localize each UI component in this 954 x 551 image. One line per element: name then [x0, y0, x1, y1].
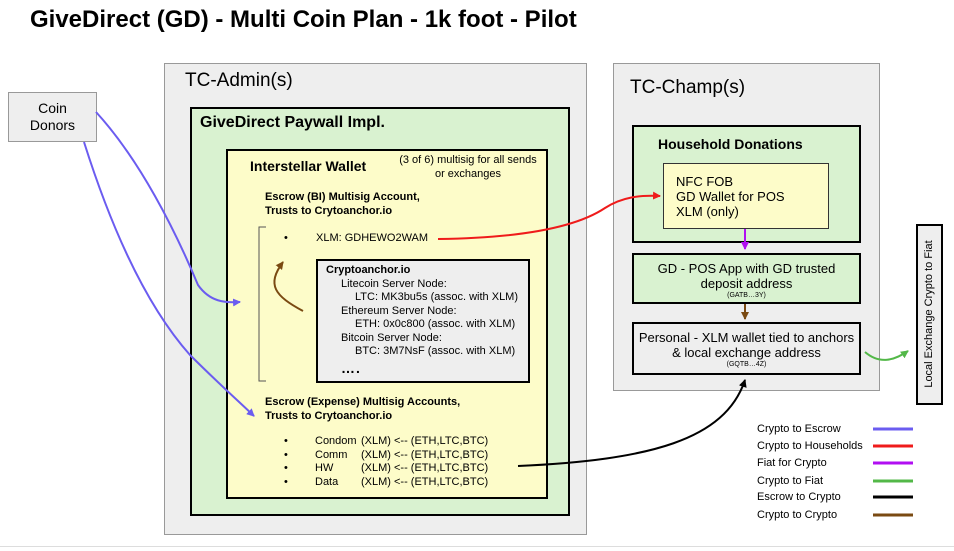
pos-app-address: (GATB…3Y) [727, 292, 766, 299]
ltc-address: LTC: MK3bu5s (assoc. with XLM) [355, 291, 519, 303]
cryptoanchor-box [316, 259, 530, 383]
personal-wallet-text: Personal - XLM wallet tied to anchors & … [638, 330, 855, 360]
household-donations-label: Household Donations [658, 136, 803, 152]
bullet: • [284, 449, 288, 461]
escrow-expense-heading: Escrow (Expense) Multisig Accounts, Trus… [265, 396, 461, 422]
btc-address: BTC: 3M7NsF (assoc. with XLM) [355, 345, 516, 357]
expense-row-name: Data [315, 476, 339, 488]
page-title: GiveDirect (GD) - Multi Coin Plan - 1k f… [30, 6, 577, 33]
expense-row-detail: (XLM) <-- (ETH,LTC,BTC) [361, 476, 489, 488]
arrow-donors-to-escrow-expense [83, 141, 255, 417]
cryptoanchor-title: Cryptoanchor.io [326, 264, 411, 276]
paywall-label: GiveDirect Paywall Impl. [200, 114, 385, 131]
xlm-address: XLM: GDHEWO2WAM [316, 232, 429, 244]
expense-row-detail: (XLM) <-- (ETH,LTC,BTC) [361, 449, 489, 461]
arrow-crypto-to-crypto-wallet [273, 261, 304, 312]
multisig-note: (3 of 6) multisig for all sends or excha… [399, 154, 537, 180]
personal-wallet-box: Personal - XLM wallet tied to anchors & … [632, 322, 861, 375]
legend-label-escrow-to-crypto: Escrow to Crypto [757, 491, 841, 503]
legend-label-crypto-to-fiat: Crypto to Fiat [757, 475, 824, 487]
arrow-xlm-to-nfc-fob [437, 191, 661, 240]
more-nodes-ellipsis: …. [341, 360, 361, 376]
ethereum-node-label: Ethereum Server Node: [341, 305, 457, 317]
bullet: • [284, 435, 288, 447]
bitcoin-node-label: Bitcoin Server Node: [341, 332, 442, 344]
legend-label-crypto-to-households: Crypto to Households [757, 440, 863, 452]
legend-label-fiat-for-crypto: Fiat for Crypto [757, 457, 827, 469]
bullet: • [284, 462, 288, 474]
expense-row-detail: (XLM) <-- (ETH,LTC,BTC) [361, 462, 489, 474]
local-exchange-box [916, 224, 943, 405]
nfc-fob-box: NFC FOB GD Wallet for POS XLM (only) [663, 163, 829, 229]
litecoin-node-label: Litecoin Server Node: [341, 278, 447, 290]
eth-address: ETH: 0x0c800 (assoc. with XLM) [355, 318, 516, 330]
legend-label-crypto-to-crypto: Crypto to Crypto [757, 509, 838, 521]
legend-label-crypto-to-escrow: Crypto to Escrow [757, 423, 841, 435]
pos-app-box: GD - POS App with GD trusted deposit add… [632, 253, 861, 304]
coin-donors-box: Coin Donors [8, 92, 97, 142]
interstellar-wallet-label: Interstellar Wallet [250, 158, 367, 174]
expense-row-name: Comm [315, 449, 348, 461]
arrow-donors-to-escrow-bi [95, 111, 241, 307]
bullet: • [284, 232, 288, 244]
bottom-divider [0, 546, 954, 547]
tc-champ-label: TC-Champ(s) [630, 77, 746, 98]
pos-app-text: GD - POS App with GD trusted deposit add… [657, 261, 836, 291]
legend-swatches [873, 427, 913, 517]
expense-row-detail: (XLM) <-- (ETH,LTC,BTC) [361, 435, 489, 447]
expense-row-name: HW [315, 462, 334, 474]
bullet: • [284, 476, 288, 488]
escrow-bi-bracket [258, 226, 266, 382]
expense-row-name: Condom [315, 435, 357, 447]
arrow-escrow-to-personal [517, 379, 747, 467]
personal-wallet-address: (GQTB…4Z) [726, 361, 767, 368]
arrow-personal-to-exchange [864, 350, 909, 361]
tc-admin-label: TC-Admin(s) [185, 70, 293, 91]
escrow-bi-heading: Escrow (BI) Multisig Account, Trusts to … [265, 191, 420, 217]
